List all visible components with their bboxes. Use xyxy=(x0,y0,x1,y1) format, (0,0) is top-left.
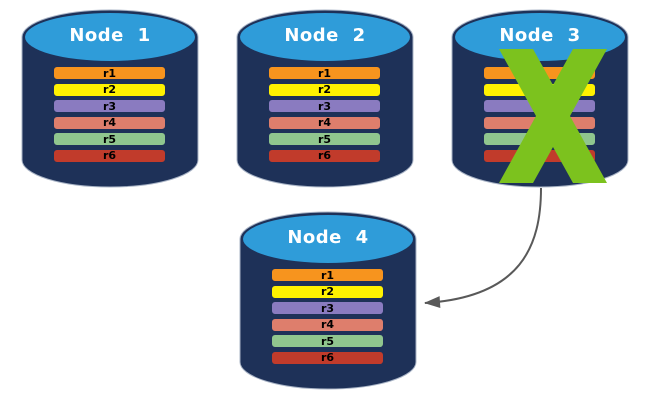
row-r1: r1 xyxy=(271,268,384,282)
row-r6: r6 xyxy=(53,148,166,163)
row-r5: r5 xyxy=(271,334,384,348)
row-label: r6 xyxy=(102,149,117,162)
node-title: Node 3 xyxy=(499,25,581,46)
row-label: r3 xyxy=(317,99,332,113)
cylinder-top xyxy=(25,13,195,61)
node-2: Node 2 r1 r2 r3 r4 r5 r6 xyxy=(236,7,414,191)
row-r2: r2 xyxy=(271,284,384,299)
row-label: r2 xyxy=(320,285,335,298)
row-label: r1 xyxy=(317,66,332,80)
cylinder-top xyxy=(243,215,413,263)
failure-x-icon xyxy=(499,49,607,183)
row-label: r4 xyxy=(317,116,332,129)
node-title: Node 2 xyxy=(284,25,366,46)
row-r1: r1 xyxy=(268,66,381,80)
row-r3: r3 xyxy=(268,99,381,113)
row-label: r2 xyxy=(102,83,117,96)
row-r3: r3 xyxy=(53,99,166,113)
row-r6: r6 xyxy=(271,350,384,365)
row-label: r5 xyxy=(320,334,335,348)
row-r5: r5 xyxy=(53,132,166,146)
row-label: r1 xyxy=(102,66,117,80)
row-r4: r4 xyxy=(268,115,381,130)
row-list: r1 r2 r3 r4 r5 r6 xyxy=(268,66,381,165)
node-1: Node 1 r1 r2 r3 r4 r5 r6 xyxy=(21,7,199,191)
row-label: r6 xyxy=(317,149,332,162)
row-r6: r6 xyxy=(268,148,381,163)
row-label: r3 xyxy=(102,99,117,113)
row-label: r5 xyxy=(317,132,332,146)
x-shape xyxy=(499,49,607,183)
row-r1: r1 xyxy=(53,66,166,80)
row-r3: r3 xyxy=(271,301,384,315)
row-r2: r2 xyxy=(268,82,381,97)
node-3: Node 3r1r2r3r4r5r6 xyxy=(451,7,629,191)
row-label: r3 xyxy=(320,301,335,315)
row-list: r1 r2 r3 r4 r5 r6 xyxy=(53,66,166,165)
cylinder-top xyxy=(240,13,410,61)
row-r4: r4 xyxy=(271,317,384,332)
row-label: r2 xyxy=(317,83,332,96)
row-label: r4 xyxy=(320,318,335,331)
node-4: Node 4 r1 r2 r3 r4 r5 r6 xyxy=(239,209,417,393)
failover-arrow-path xyxy=(424,187,542,309)
row-r4: r4 xyxy=(53,115,166,130)
row-label: r4 xyxy=(102,116,117,129)
row-label: r5 xyxy=(102,132,117,146)
row-r5: r5 xyxy=(268,132,381,146)
row-label: r1 xyxy=(320,268,335,282)
row-label: r6 xyxy=(320,351,335,364)
node-title: Node 4 xyxy=(287,227,369,248)
node-title: Node 1 xyxy=(69,25,151,46)
row-list: r1 r2 r3 r4 r5 r6 xyxy=(271,268,384,367)
row-r2: r2 xyxy=(53,82,166,97)
